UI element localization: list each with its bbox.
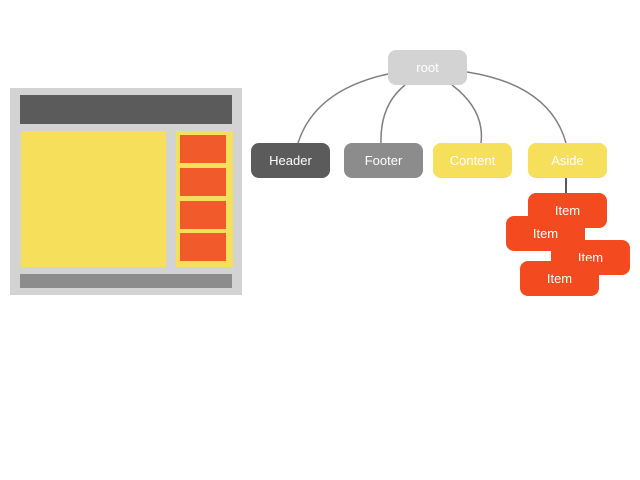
layout-wireframe [10,88,242,295]
connector-root-content [451,84,483,144]
tree-node-aside: Aside [528,143,607,178]
wireframe-header-block [20,95,232,124]
wireframe-aside-item [180,135,226,163]
tree-node-item: Item [520,261,599,296]
tree-node-header: Header [251,143,330,178]
wireframe-aside-block [176,131,233,267]
connector-root-footer [380,84,406,144]
wireframe-content-block [21,131,166,267]
wireframe-footer-block [20,274,232,288]
tree-node-content: Content [433,143,512,178]
wireframe-aside-item [180,201,226,229]
tree-node-footer: Footer [344,143,423,178]
tree-node-root: root [388,50,467,85]
wireframe-aside-item [180,233,226,261]
connector-root-header [297,73,389,144]
connector-root-aside [466,71,567,144]
wireframe-aside-item [180,168,226,196]
